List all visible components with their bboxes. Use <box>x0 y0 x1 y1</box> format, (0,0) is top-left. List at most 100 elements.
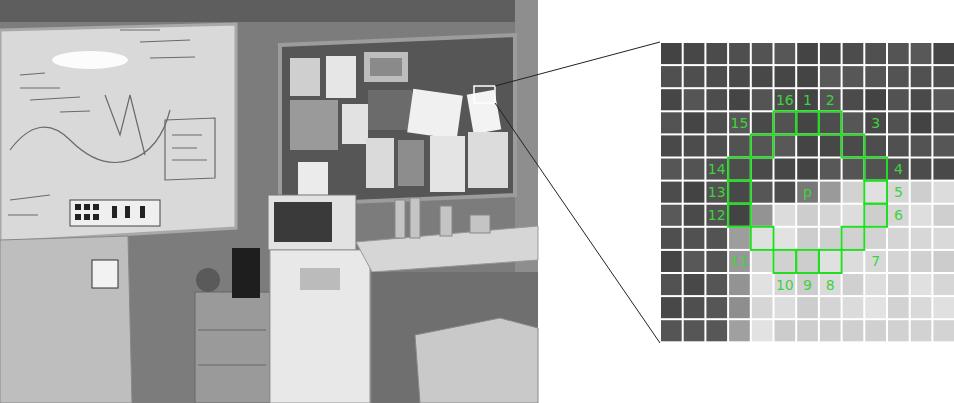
pixel-cell <box>706 135 727 156</box>
pixel-label: 7 <box>871 254 880 268</box>
pixel-cell <box>888 43 909 64</box>
pixel-cell <box>865 43 886 64</box>
pixel-cell <box>729 112 750 133</box>
pixel-cell <box>797 251 818 272</box>
pixel-cell <box>843 228 864 249</box>
pixel-cell <box>684 251 705 272</box>
pixel-cell <box>933 112 954 133</box>
office-photo <box>0 0 538 403</box>
pixel-cell <box>775 182 796 203</box>
pixel-cell <box>933 205 954 226</box>
pixel-cell <box>843 89 864 110</box>
pixel-cell <box>661 135 682 156</box>
pixel-cell <box>843 205 864 226</box>
pixel-cell <box>729 297 750 318</box>
pixel-cell <box>752 274 773 295</box>
pixel-cell <box>729 135 750 156</box>
pixel-cell <box>865 205 886 226</box>
pixel-cell <box>797 274 818 295</box>
pixel-cell <box>911 135 932 156</box>
pixel-cell <box>888 297 909 318</box>
pixel-cell <box>661 182 682 203</box>
pixel-cell <box>752 182 773 203</box>
pixel-label: 11 <box>731 254 749 268</box>
pixel-label: 14 <box>708 162 726 176</box>
pixel-label: 13 <box>708 185 726 199</box>
pixel-cell <box>843 251 864 272</box>
pixel-cell <box>752 320 773 341</box>
pixel-cell <box>775 251 796 272</box>
bulletin-board <box>280 35 515 205</box>
pixel-cell <box>820 182 841 203</box>
pixel-cell <box>775 89 796 110</box>
drawer-unit <box>195 292 270 403</box>
pixel-cell <box>797 182 818 203</box>
pixel-cell <box>888 228 909 249</box>
pixel-cell <box>933 274 954 295</box>
pixel-cell <box>820 89 841 110</box>
pixel-cell <box>706 297 727 318</box>
cardboard-box <box>415 318 538 403</box>
pixel-cell <box>684 112 705 133</box>
pixel-cell <box>729 182 750 203</box>
pixel-cell <box>820 159 841 180</box>
pixel-cell <box>911 320 932 341</box>
pixel-cell <box>752 205 773 226</box>
circle-pixel-outline <box>842 134 865 157</box>
pixel-cell <box>661 205 682 226</box>
glare <box>52 51 128 69</box>
pixel-cell <box>661 274 682 295</box>
pixel-cell <box>888 320 909 341</box>
pixel-cell <box>820 274 841 295</box>
pixel-cell <box>865 159 886 180</box>
pixel-cell <box>933 89 954 110</box>
plant <box>196 268 220 292</box>
pixel-cell <box>933 228 954 249</box>
pixel-cell <box>820 43 841 64</box>
leader-line <box>495 103 660 343</box>
circle-pixel-outline <box>864 181 887 204</box>
pixel-cell <box>820 66 841 87</box>
pixel-cell <box>706 320 727 341</box>
pixel-cell <box>888 251 909 272</box>
pixel-cell <box>865 135 886 156</box>
circle-pixel-outline <box>751 134 774 157</box>
circle-pixel-outline <box>796 111 819 134</box>
pixel-cell <box>865 112 886 133</box>
pixel-label: 2 <box>826 93 835 107</box>
pixel-cell <box>752 251 773 272</box>
circle-pixel-outline <box>864 158 887 181</box>
pixel-cell <box>729 251 750 272</box>
pixel-cell <box>843 274 864 295</box>
pixel-label: 15 <box>731 116 749 130</box>
microwave-window <box>274 202 332 242</box>
pixel-label: 5 <box>894 185 903 199</box>
pixel-cell <box>684 135 705 156</box>
pixel-cell <box>661 228 682 249</box>
pixel-label: 16 <box>776 93 794 107</box>
pixel-grid <box>661 43 954 341</box>
pixel-cell <box>752 228 773 249</box>
pixel-cell <box>797 297 818 318</box>
pixel-cell <box>820 320 841 341</box>
pixel-cell <box>729 66 750 87</box>
circle-pixel-outline <box>728 204 751 227</box>
pixel-cell <box>684 43 705 64</box>
pixel-cell <box>661 43 682 64</box>
pixel-cell <box>752 135 773 156</box>
circle-pixel-outline <box>864 204 887 227</box>
pixel-cell <box>752 159 773 180</box>
pixel-cell <box>865 251 886 272</box>
pixel-label: 3 <box>871 116 880 130</box>
pixel-cell <box>911 251 932 272</box>
pixel-cell <box>911 182 932 203</box>
pixel-label: 10 <box>776 278 794 292</box>
drawer-lines <box>198 330 266 365</box>
pixel-cell <box>888 89 909 110</box>
scribbles <box>8 30 215 215</box>
whiteboard <box>0 24 236 242</box>
pixel-cell <box>797 205 818 226</box>
pixel-cell <box>933 135 954 156</box>
